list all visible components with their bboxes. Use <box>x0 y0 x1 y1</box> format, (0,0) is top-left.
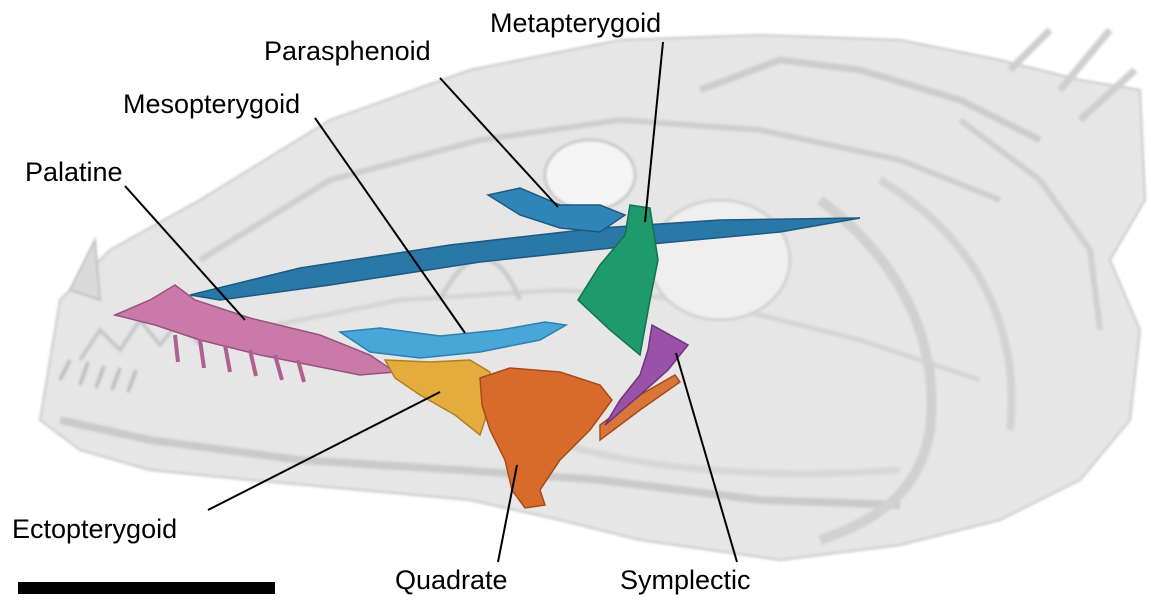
parasphenoid-leader <box>439 77 559 208</box>
leader-lines <box>124 41 738 563</box>
symplectic-bone <box>604 323 690 426</box>
mesopterygoid-label: Mesopterygoid <box>123 89 301 119</box>
metapterygoid-bone <box>577 204 659 357</box>
quadrate-bone <box>479 367 682 509</box>
parasphenoid-bone <box>189 187 861 301</box>
palatine-bone <box>112 284 398 383</box>
mesopterygoid-bone <box>337 321 569 359</box>
metapterygoid-label: Metapterygoid <box>490 8 662 38</box>
symplectic-leader <box>675 352 738 563</box>
parasphenoid-label: Parasphenoid <box>264 36 431 66</box>
ectopterygoid-leader <box>207 391 441 511</box>
palatine-label: Palatine <box>25 157 123 187</box>
quadrate-label: Quadrate <box>395 565 508 595</box>
symplectic-label: Symplectic <box>620 565 751 595</box>
metapterygoid-leader <box>644 41 664 223</box>
mesopterygoid-leader <box>314 117 466 334</box>
palatine-leader <box>124 185 246 321</box>
ectopterygoid-bone <box>383 359 491 437</box>
scale-bar <box>18 582 275 594</box>
ectopterygoid-label: Ectopterygoid <box>12 514 178 544</box>
quadrate-leader <box>497 464 518 563</box>
